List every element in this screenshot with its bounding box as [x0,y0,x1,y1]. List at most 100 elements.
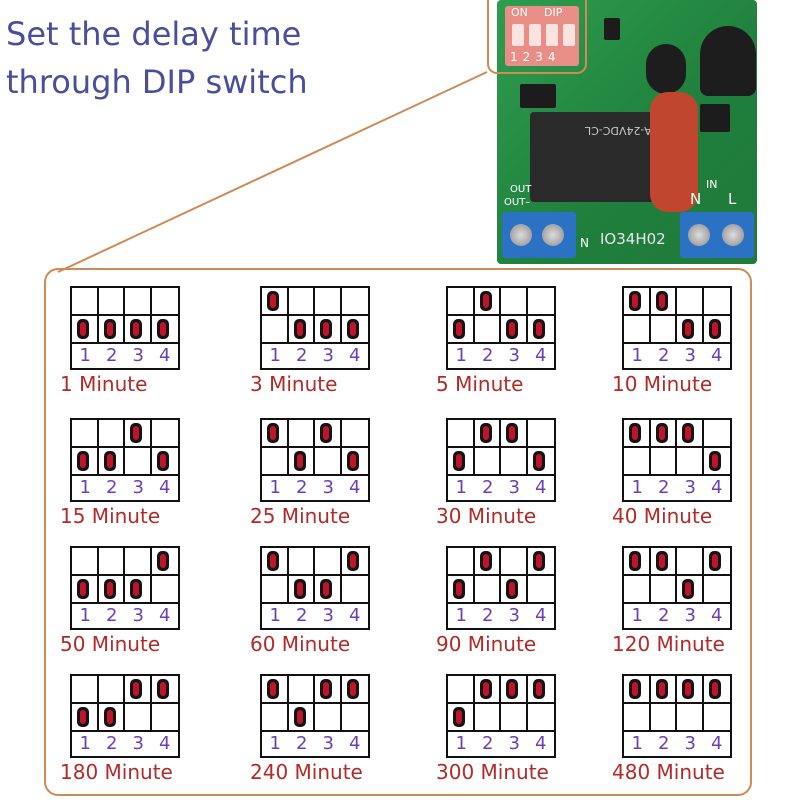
dip-slot [262,704,289,732]
switch-number: 3 [322,477,334,498]
dip-slot [288,548,315,576]
switch-number: 3 [684,477,696,498]
board-dip-lever-2 [529,24,541,46]
dip-switch-off [156,319,169,339]
dip-slot [341,316,368,344]
dip-slot [527,288,554,316]
switch-number: 3 [684,605,696,626]
dip-switch-on [708,679,721,699]
dip-label: DIP [544,6,563,19]
switch-number: 2 [106,733,118,754]
delay-time-label: 120 Minute [612,632,725,656]
dip-slot [474,704,501,732]
dip-on-label: ON [511,6,528,19]
delay-time-label: 1 Minute [60,372,148,396]
switch-number: 3 [132,477,144,498]
dip-switch-on [629,679,641,699]
dip-slot [474,316,501,344]
switch-number: 2 [296,345,308,366]
switch-number: 1 [631,605,643,626]
switch-number: 1 [455,345,467,366]
delay-time-label: 180 Minute [60,760,173,784]
dip-slot [98,288,125,316]
switch-number: 3 [322,733,334,754]
board-dip-lever-4 [563,24,575,46]
dip-switch-on [629,291,641,311]
out-label: OUT [510,184,532,195]
switch-number: 3 [508,605,520,626]
ic-chip [520,84,556,108]
dip-slot [72,448,99,476]
dip-slot [72,288,99,316]
dip-slot [650,288,677,316]
dip-slot [125,288,152,316]
dip-slot [650,676,677,704]
switch-number: 4 [535,477,547,498]
dip-switch-on [629,423,641,443]
dip-switch-on [655,679,668,699]
dip-switch-on [267,423,279,443]
switch-number: 1 [269,345,281,366]
dip-slot [501,288,528,316]
switch-number: 1 [631,477,643,498]
delay-time-label: 90 Minute [436,632,537,656]
dip-slot [624,704,651,732]
dip-slot [677,448,704,476]
dip-slot [262,548,289,576]
switch-number: 3 [508,345,520,366]
dip-slot [98,704,125,732]
dip-slot [677,548,704,576]
switch-number: 1 [79,345,91,366]
dip-switch-off [320,579,332,599]
dip-slot [151,576,178,604]
switch-number: 4 [159,477,171,498]
dip-slot [650,704,677,732]
dip-slot [151,548,178,576]
dip-slot [72,420,99,448]
switch-number: 1 [455,733,467,754]
dip-slot [125,548,152,576]
switch-number: 4 [349,345,361,366]
switch-number: 3 [132,733,144,754]
dip-slot [98,316,125,344]
switch-number: 2 [482,477,494,498]
switch-number: 1 [79,605,91,626]
dip-switch-off [453,319,465,339]
dip-switch-on [479,291,492,311]
dip-switch-on [506,423,518,443]
dip-switch-off [130,319,142,339]
dip-slot [624,420,651,448]
electrolytic-capacitor-small [646,44,686,94]
dip-slot [703,704,730,732]
dip-slot [125,576,152,604]
terminal-screw [510,224,532,246]
terminal-screw [722,224,744,246]
dip-callout-box [487,0,587,74]
switch-number: 1 [79,733,91,754]
dip-switch-off [77,707,89,727]
dip-slot [98,676,125,704]
dip-slot [315,288,342,316]
dip-switch-off [708,319,721,339]
delay-time-label: 30 Minute [436,504,537,528]
dip-numbers: 1234 [510,50,561,64]
headline-line-2: through DIP switch [6,63,308,101]
delay-time-label: 50 Minute [60,632,161,656]
dip-slot [151,448,178,476]
settings-frame [44,268,752,796]
delay-time-label: 10 Minute [612,372,713,396]
dip-switch-on [156,679,169,699]
switch-number: 4 [535,345,547,366]
dip-switch-off [293,707,306,727]
switch-number: 4 [711,345,723,366]
dip-switch-off [346,319,359,339]
dip-slot [125,448,152,476]
